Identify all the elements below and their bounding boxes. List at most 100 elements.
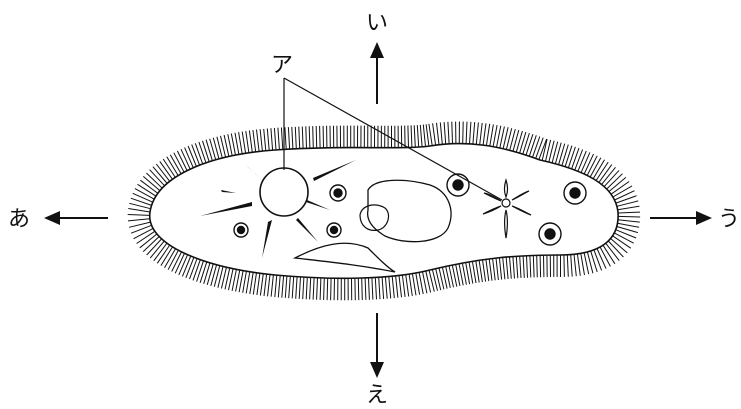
cilium: [316, 126, 317, 148]
cilium: [423, 125, 425, 147]
cilium: [281, 128, 282, 150]
cilium: [288, 127, 289, 149]
cilium: [331, 278, 332, 300]
cilium: [411, 125, 412, 147]
cilium: [172, 252, 182, 272]
cilium: [389, 277, 391, 299]
cilium: [581, 253, 585, 275]
cilium: [292, 127, 293, 149]
cilium: [382, 277, 384, 299]
cilium: [320, 126, 321, 148]
cilium: [409, 274, 412, 296]
cilium: [200, 262, 207, 283]
cilium: [282, 276, 284, 298]
cilium: [479, 260, 482, 282]
oral-groove: [295, 243, 395, 272]
cilium: [257, 130, 260, 152]
cilium: [260, 129, 262, 151]
cilium: [206, 140, 212, 161]
cilium: [128, 215, 150, 216]
cilium: [437, 123, 440, 145]
cilium: [204, 263, 210, 284]
cilium: [412, 274, 416, 296]
cilium: [527, 256, 528, 278]
cilium: [466, 263, 470, 285]
cilium: [530, 256, 531, 278]
cilium: [503, 257, 505, 279]
cilium: [506, 257, 508, 279]
cilium: [473, 122, 475, 144]
arrow-right: [650, 211, 712, 225]
cilium: [489, 259, 492, 281]
cilium: [600, 247, 610, 266]
radial-canals-right: [483, 180, 531, 238]
cilium: [253, 273, 256, 295]
arrow-down: [370, 313, 384, 378]
cilium: [303, 277, 304, 299]
cilium: [271, 128, 273, 150]
cilium: [392, 276, 394, 298]
cilium: [448, 122, 449, 144]
cilium: [264, 129, 266, 151]
cilium: [257, 273, 260, 295]
cilium: [309, 126, 310, 148]
cilium: [278, 128, 280, 150]
cilium: [324, 278, 325, 300]
cilium: [597, 249, 606, 269]
cilium: [523, 133, 530, 154]
cilium: [614, 233, 633, 243]
cilium: [472, 261, 476, 283]
cilium: [134, 228, 154, 238]
cilium: [295, 127, 296, 149]
cilium: [246, 272, 250, 294]
cilium: [414, 125, 415, 147]
cilium: [529, 135, 536, 156]
cilium: [249, 131, 252, 153]
cilium: [618, 220, 640, 222]
cilium: [243, 271, 247, 293]
cilium: [476, 261, 479, 283]
cilium: [292, 277, 294, 299]
cilium: [253, 130, 256, 152]
macronucleus: [368, 180, 451, 241]
cilium: [462, 263, 466, 285]
cilium: [571, 255, 573, 277]
cilium: [260, 274, 263, 296]
cilium: [275, 275, 277, 297]
cilium: [285, 127, 286, 149]
cilium: [537, 255, 538, 277]
cilium: [135, 189, 154, 200]
cilium: [572, 148, 579, 169]
cilium: [520, 256, 521, 278]
cilium: [306, 126, 307, 148]
cilium: [577, 254, 580, 276]
cilium: [466, 122, 467, 144]
cilium: [536, 138, 544, 159]
cilium: [540, 255, 541, 277]
cilium: [562, 145, 568, 166]
cilium: [285, 276, 287, 298]
cilium: [235, 133, 239, 155]
cilium: [239, 271, 243, 293]
cilium: [375, 277, 376, 299]
cilium: [452, 122, 453, 144]
cilium: [490, 124, 494, 146]
cilium: [594, 250, 602, 271]
cilium: [523, 256, 524, 278]
cilium: [584, 154, 593, 174]
cilium: [231, 134, 235, 156]
cilium: [310, 278, 311, 300]
cilium: [268, 275, 271, 297]
cilium: [476, 123, 478, 145]
cilium: [470, 122, 471, 144]
cilium: [533, 137, 540, 158]
cilium: [385, 277, 387, 299]
cilium: [426, 124, 429, 146]
cilium: [369, 278, 370, 300]
cilium: [327, 278, 328, 300]
cilium: [568, 147, 575, 168]
cilium: [181, 149, 190, 169]
cilium: [480, 123, 483, 145]
cilium: [444, 122, 446, 144]
